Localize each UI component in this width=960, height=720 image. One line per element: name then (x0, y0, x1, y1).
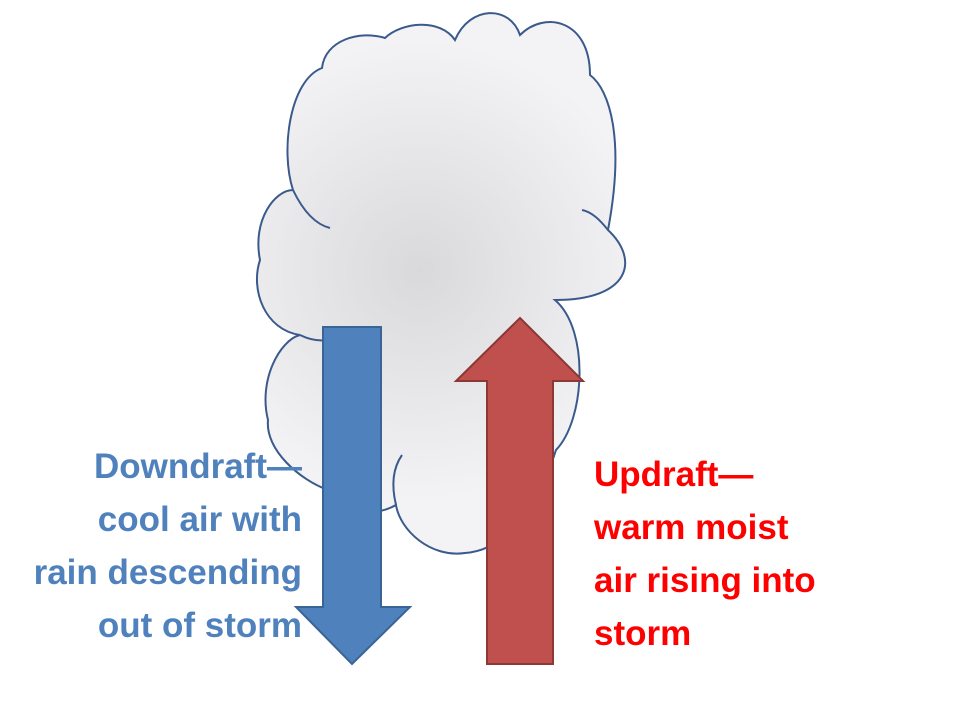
downdraft-arrow (293, 326, 413, 666)
updraft-arrow (453, 316, 586, 665)
updraft-label-line: storm (594, 614, 692, 653)
updraft-label-line: air rising into (594, 561, 816, 600)
updraft-label-line: warm moist (594, 508, 789, 547)
updraft-label-line: Updraft— (594, 455, 754, 494)
downdraft-label-line: Downdraft— (93, 447, 302, 486)
storm-cloud (255, 12, 626, 555)
downdraft-label: Downdraft— cool air with rain descending… (34, 440, 302, 652)
cloud-lobe-line (292, 189, 331, 229)
downdraft-label-line: cool air with (97, 500, 302, 539)
updraft-label: Updraft— warm moist air rising into stor… (594, 448, 816, 660)
cloud-lobe-line (392, 454, 403, 506)
cloud-lobe-line (581, 209, 609, 231)
downdraft-label-line: out of storm (97, 606, 302, 645)
downdraft-label-line: rain descending (33, 553, 302, 592)
